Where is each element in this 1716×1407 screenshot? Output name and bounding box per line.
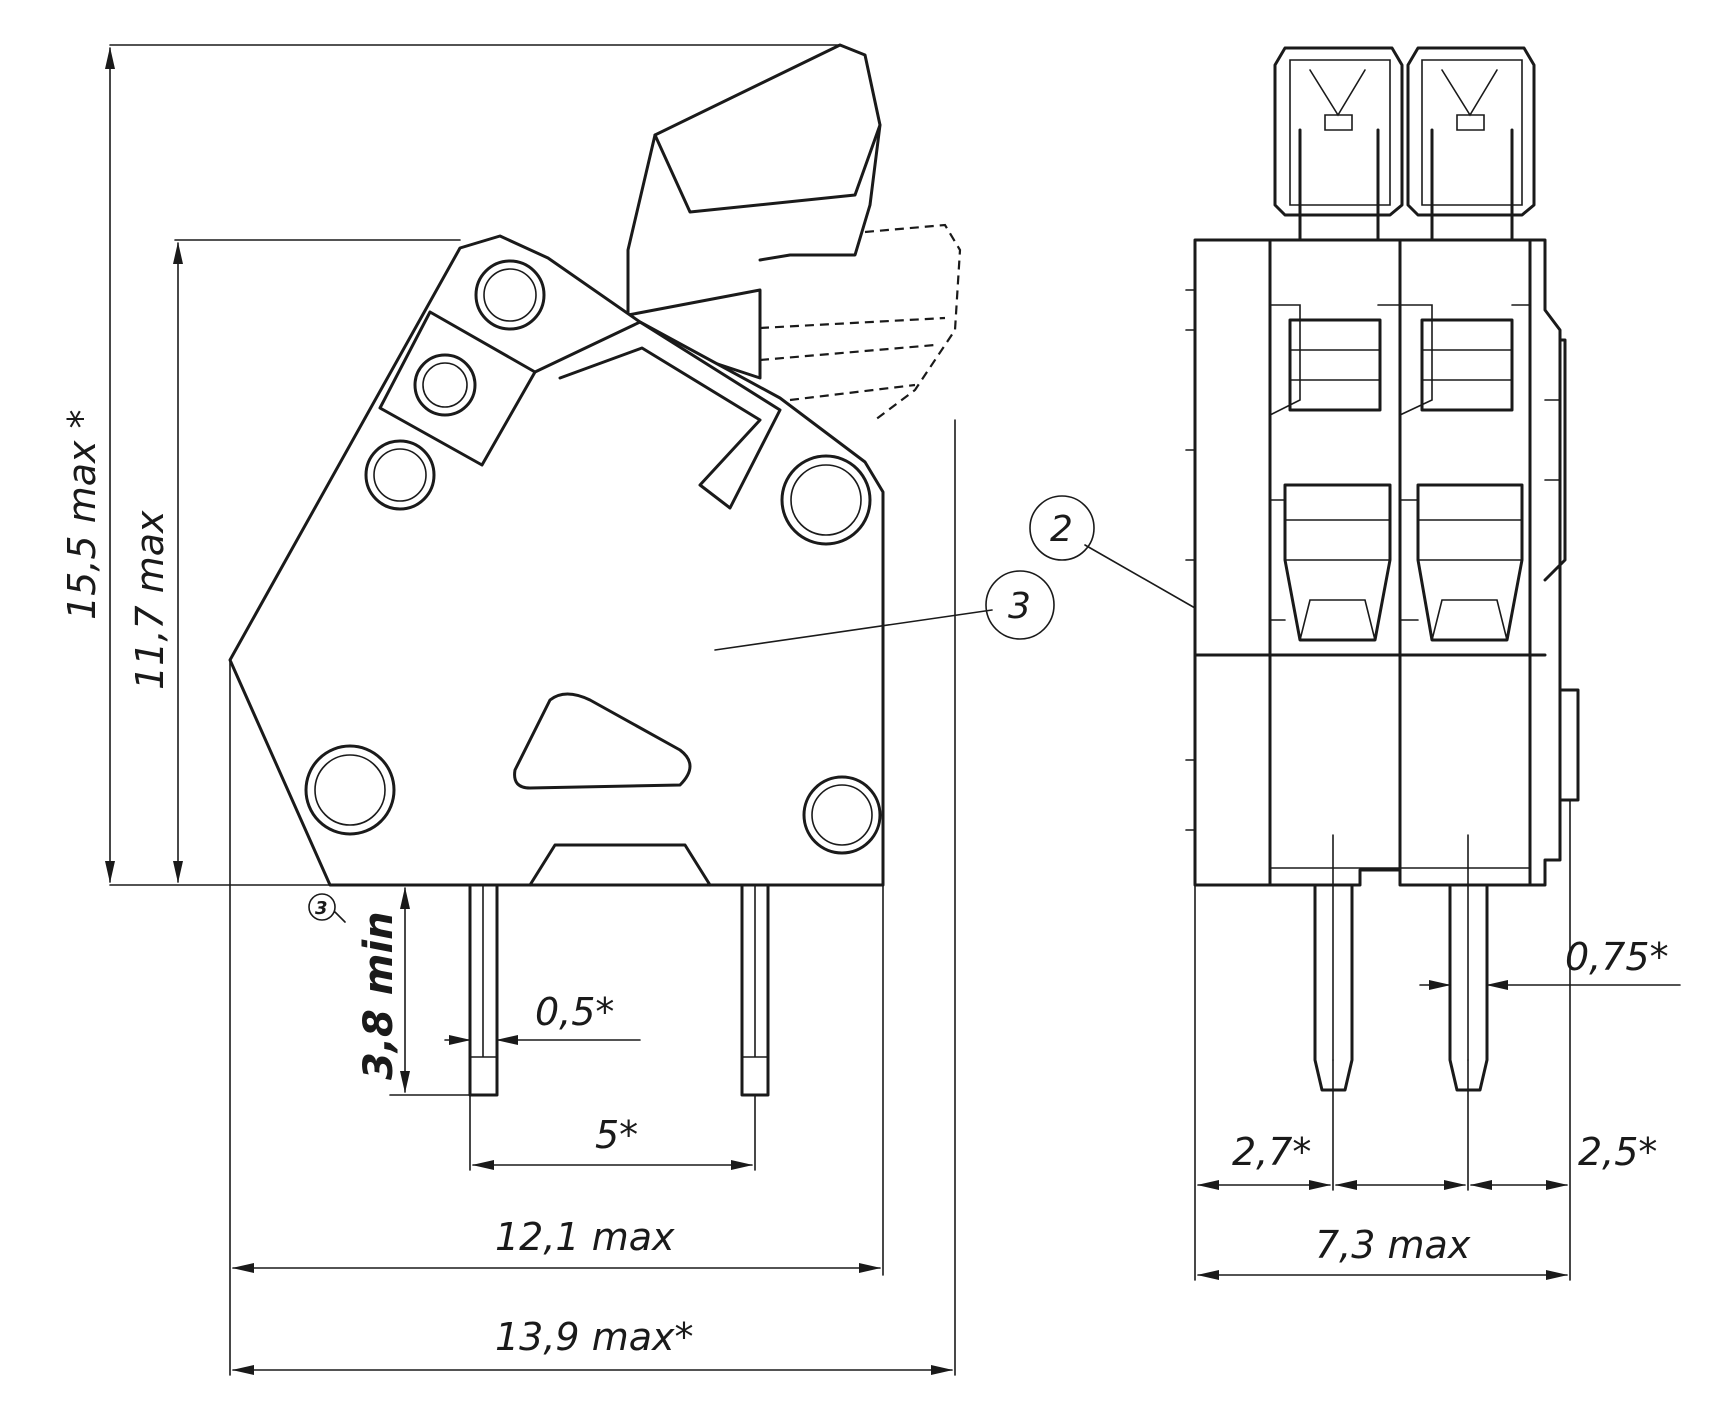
side-internal — [1268, 238, 1532, 887]
lever-grip — [653, 123, 882, 214]
front-body — [228, 234, 885, 887]
triangle-window — [513, 692, 692, 790]
side-body — [1193, 238, 1562, 887]
callout-front-body: 3 — [714, 570, 1055, 651]
dim-pin-pitch: 5* — [595, 1113, 638, 1157]
lever-slot — [533, 320, 782, 510]
dim-side-pitch: 2,5* — [1578, 1130, 1657, 1174]
dim-pin-width: 0,5* — [535, 990, 614, 1034]
front-view — [228, 43, 962, 1097]
front-dimensions: 15,5 max * 11,7 max 3,8 min 3 0,5* 5* 12… — [60, 44, 956, 1376]
front-pins — [468, 883, 770, 1097]
dim-body-height: 11,7 max — [128, 510, 172, 690]
holes — [304, 259, 882, 855]
dim-overall-width: 13,9 max* — [495, 1315, 693, 1359]
bottom-notch — [528, 843, 712, 887]
svg-text:3: 3 — [1008, 586, 1031, 627]
dim-side-width: 7,3 max — [1315, 1223, 1471, 1267]
side-view — [1185, 46, 1580, 1092]
note-mark: 3 — [308, 893, 346, 923]
callout-side-body: 2 — [1029, 495, 1196, 609]
svg-text:2: 2 — [1050, 509, 1073, 550]
lever-open-position — [759, 223, 962, 421]
svg-text:3: 3 — [315, 898, 328, 919]
dim-pin-length: 3,8 min — [356, 911, 402, 1080]
body-rib — [378, 310, 537, 467]
lever — [626, 43, 882, 380]
dim-body-width: 12,1 max — [495, 1215, 675, 1259]
side-dimensions: 0,75* 2,7* 2,5* 7,3 max — [1194, 799, 1681, 1281]
side-clip — [1543, 338, 1580, 802]
dim-side-offset-left: 2,7* — [1232, 1130, 1311, 1174]
push-buttons — [1273, 46, 1536, 242]
dim-side-pin-width: 0,75* — [1565, 935, 1669, 979]
dim-overall-height: 15,5 max * — [60, 409, 104, 620]
